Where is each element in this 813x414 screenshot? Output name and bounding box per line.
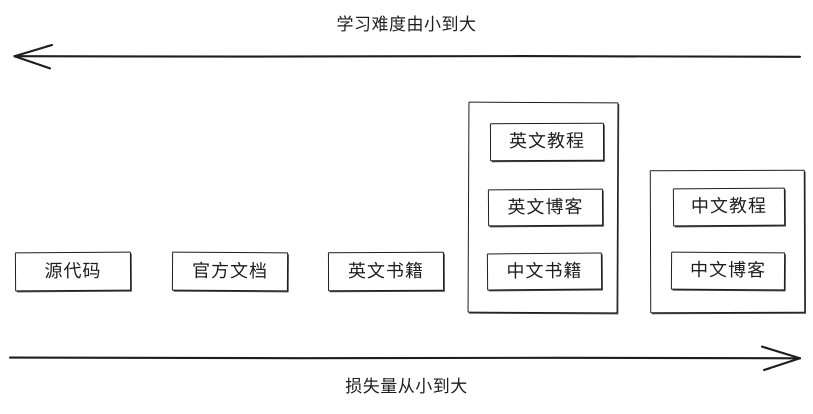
node-label: 官方文档	[191, 260, 269, 282]
node-official-docs[interactable]: 官方文档	[171, 251, 289, 292]
node-english-books[interactable]: 英文书籍	[327, 251, 445, 292]
node-source-code[interactable]: 源代码	[14, 251, 132, 292]
node-chinese-blog[interactable]: 中文博客	[670, 251, 786, 291]
arrow-left-icon	[13, 43, 802, 70]
node-english-blog[interactable]: 英文博客	[487, 188, 604, 227]
node-label: 中文教程	[690, 195, 768, 218]
node-label: 源代码	[44, 260, 102, 282]
bottom-axis-label: 损失量从小到大	[345, 377, 468, 397]
node-label: 英文书籍	[347, 260, 425, 282]
top-axis-label: 学习难度由小到大	[336, 15, 477, 35]
node-chinese-tutorial[interactable]: 中文教程	[672, 187, 786, 227]
top-axis-arrow	[13, 43, 802, 70]
node-english-tutorial[interactable]: 英文教程	[489, 122, 605, 162]
node-label: 英文博客	[507, 196, 584, 218]
node-label: 中文博客	[689, 259, 767, 282]
node-chinese-books[interactable]: 中文书籍	[486, 252, 603, 291]
node-label: 英文教程	[508, 130, 586, 153]
arrow-right-icon	[8, 345, 802, 372]
node-label: 中文书籍	[506, 260, 583, 282]
